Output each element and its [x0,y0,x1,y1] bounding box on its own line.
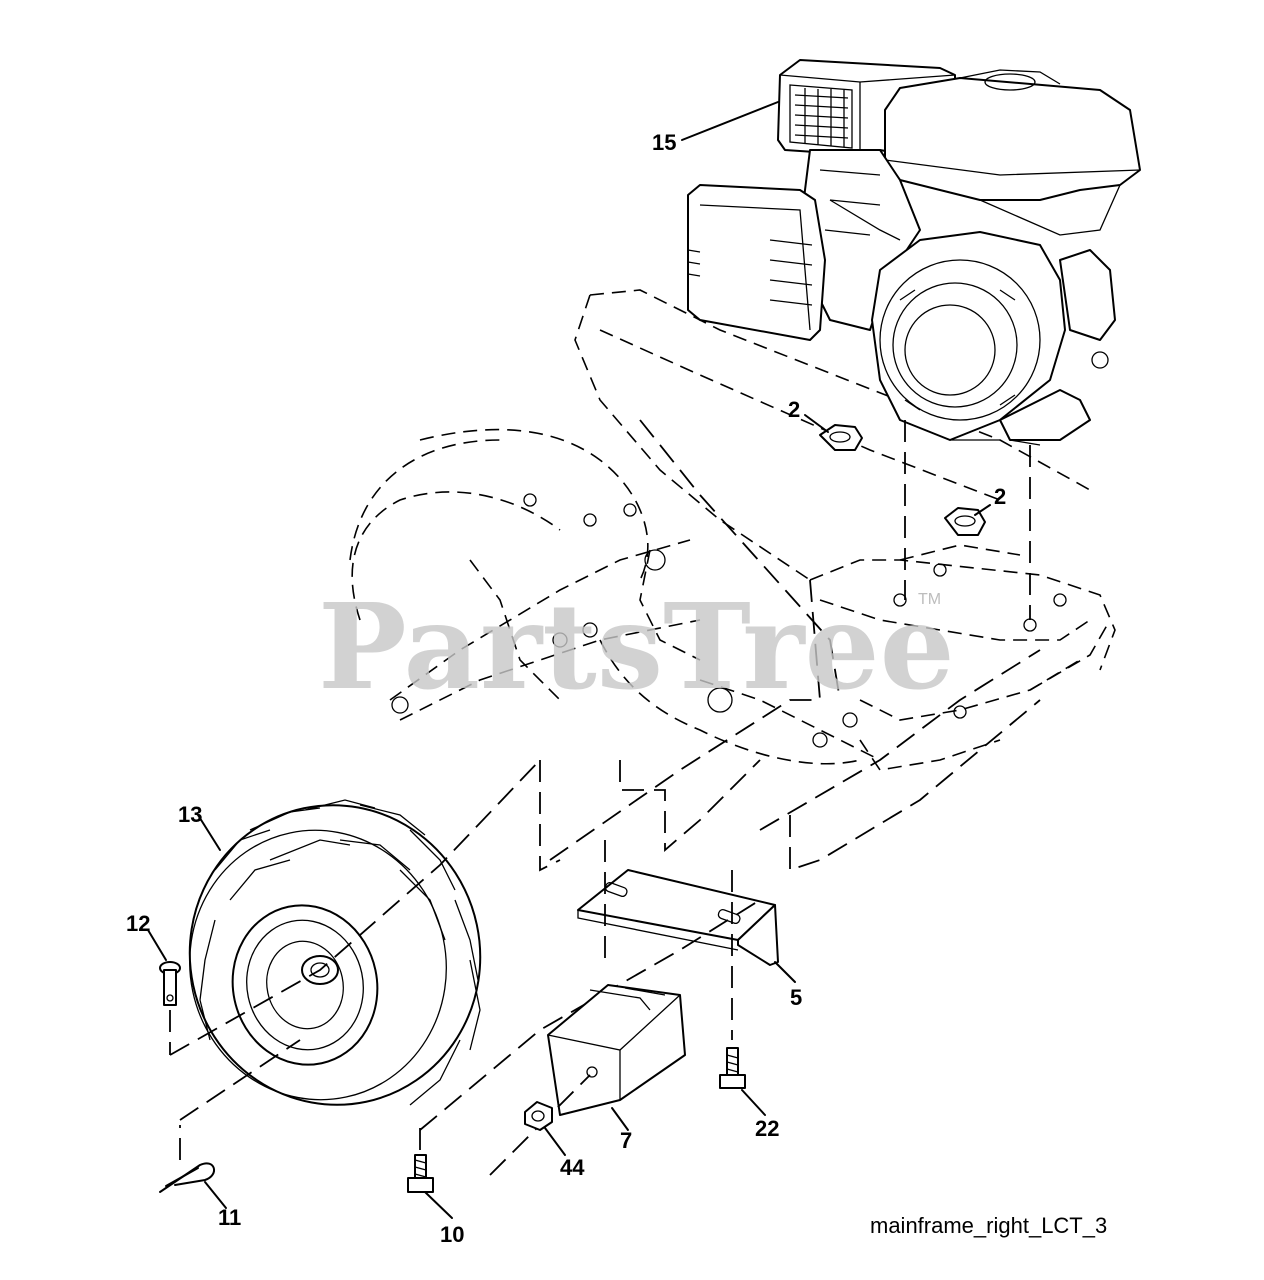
leader-lines [147,101,991,1219]
callout-2a: 2 [788,397,800,422]
callout-13: 13 [178,802,202,827]
phantom-arms [539,419,1041,872]
bolt-10 [407,1154,434,1193]
tiller-frame-phantom [349,289,1116,771]
bolt-22 [719,1047,746,1089]
callout-15: 15 [652,130,676,155]
air-cleaner-grille [789,84,853,149]
axle-line-2 [179,1039,301,1121]
callout-5: 5 [790,985,802,1010]
axle-line [169,759,541,1056]
nut-44 [524,1101,553,1131]
callout-7: 7 [620,1128,632,1153]
watermark-text: PartsTree [318,577,955,716]
callout-10: 10 [440,1222,464,1247]
clevis-pin [159,961,181,1006]
engine [687,59,1141,446]
watermark-trademark: TM [918,591,941,608]
callout-12: 12 [126,911,150,936]
callout-44: 44 [560,1155,585,1180]
wheel-tire [188,799,482,1106]
callout-11: 11 [218,1205,241,1230]
callout-22: 22 [755,1116,779,1141]
hairpin-clip [159,1162,215,1193]
bracket [577,869,779,966]
nut-2a [819,424,863,451]
diagram-caption: mainframe_right_LCT_3 [870,1213,1107,1238]
callouts: 15 2 2 13 12 5 22 7 44 11 10 [126,130,1006,1247]
watermark: PartsTree TM [318,577,955,716]
callout-2b: 2 [994,484,1006,509]
